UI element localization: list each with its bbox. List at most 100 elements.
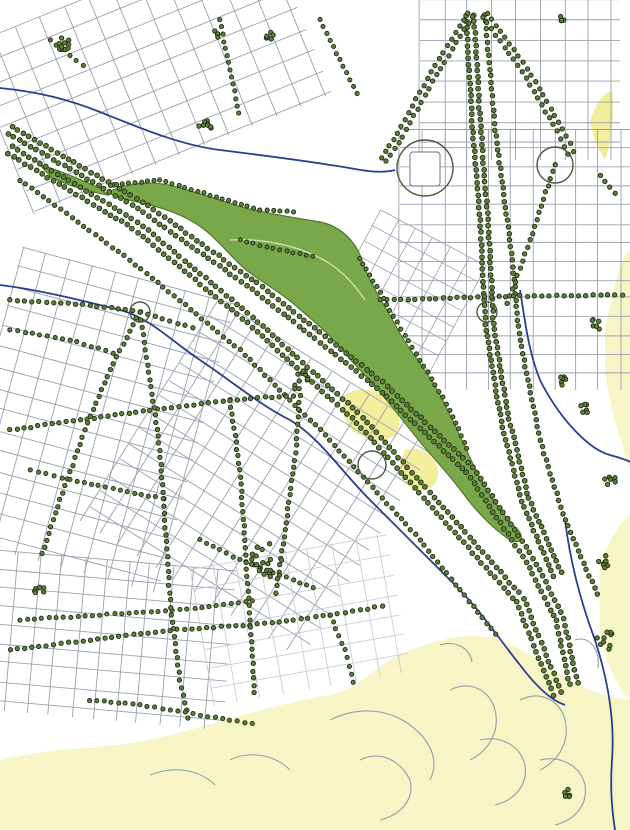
tree: [88, 344, 94, 350]
tree: [472, 161, 479, 167]
tree: [36, 332, 42, 338]
tree: [578, 403, 584, 409]
tree: [555, 119, 562, 125]
tree: [379, 495, 385, 501]
tree: [160, 240, 166, 247]
tree: [523, 601, 530, 608]
tree: [293, 450, 299, 456]
tree: [306, 320, 313, 327]
tree: [441, 59, 447, 66]
tree: [464, 43, 471, 49]
tree: [461, 528, 468, 535]
tree: [216, 252, 223, 259]
tree: [182, 709, 188, 715]
tree: [514, 310, 520, 316]
tree: [264, 327, 271, 333]
tree: [277, 561, 283, 568]
tree: [324, 382, 331, 389]
street: [0, 623, 231, 645]
tree: [59, 475, 65, 481]
street: [6, 304, 220, 363]
tree: [220, 716, 226, 722]
street: [0, 259, 71, 550]
street: [184, 0, 253, 126]
street: [88, 0, 157, 165]
tree: [329, 396, 335, 403]
tree: [137, 702, 143, 708]
tree: [506, 237, 513, 243]
tree: [555, 564, 562, 570]
tree: [144, 270, 150, 277]
tree: [347, 77, 353, 83]
tree: [56, 496, 63, 503]
tree: [421, 495, 427, 502]
tree: [413, 531, 419, 537]
tree: [558, 136, 564, 142]
tree-row: [504, 161, 558, 307]
tree: [165, 561, 171, 567]
tree: [534, 95, 541, 101]
tree: [21, 425, 27, 431]
tree: [249, 556, 255, 562]
tree: [523, 544, 530, 550]
tree: [122, 700, 128, 706]
tree: [259, 283, 266, 290]
tree: [104, 374, 110, 380]
tree: [388, 398, 395, 405]
tree: [407, 527, 413, 533]
tree: [550, 552, 557, 559]
tree: [528, 72, 534, 78]
tree: [322, 432, 329, 438]
tree: [379, 603, 386, 609]
tree: [102, 209, 108, 215]
tree: [244, 310, 251, 316]
tree: [377, 289, 383, 295]
tree: [426, 296, 433, 302]
tree: [314, 372, 321, 379]
tree: [300, 368, 306, 374]
tree: [521, 503, 527, 510]
tree: [603, 553, 609, 559]
tree: [4, 150, 11, 157]
tree: [421, 83, 427, 89]
tree: [53, 615, 59, 621]
tree: [207, 289, 214, 296]
tree: [191, 402, 197, 408]
tree: [557, 637, 564, 644]
tree: [246, 602, 252, 608]
tree: [283, 393, 289, 399]
tree: [274, 582, 280, 589]
tree: [177, 225, 184, 232]
tree: [562, 517, 569, 523]
street: [0, 481, 173, 540]
street: [99, 312, 239, 534]
tree: [429, 504, 436, 511]
tree: [154, 426, 161, 433]
tree: [429, 78, 436, 84]
tree: [604, 629, 610, 635]
tree: [88, 191, 95, 198]
tree: [583, 566, 589, 573]
tree: [155, 609, 161, 615]
tree: [482, 321, 489, 328]
tree: [269, 620, 276, 626]
tree: [413, 474, 420, 481]
tree: [33, 167, 40, 174]
tree: [21, 161, 28, 168]
tree: [145, 630, 151, 636]
tree: [447, 407, 453, 413]
tree: [483, 25, 490, 32]
tree: [604, 481, 611, 488]
tree: [349, 404, 356, 411]
tree: [251, 689, 257, 696]
tree: [182, 230, 189, 236]
tree: [415, 106, 421, 112]
tree: [55, 160, 62, 166]
tree: [540, 549, 547, 556]
tree: [493, 514, 500, 521]
tree: [409, 103, 416, 109]
tree: [192, 605, 198, 612]
tree: [221, 39, 227, 45]
tree: [548, 591, 555, 597]
tree: [279, 548, 285, 554]
